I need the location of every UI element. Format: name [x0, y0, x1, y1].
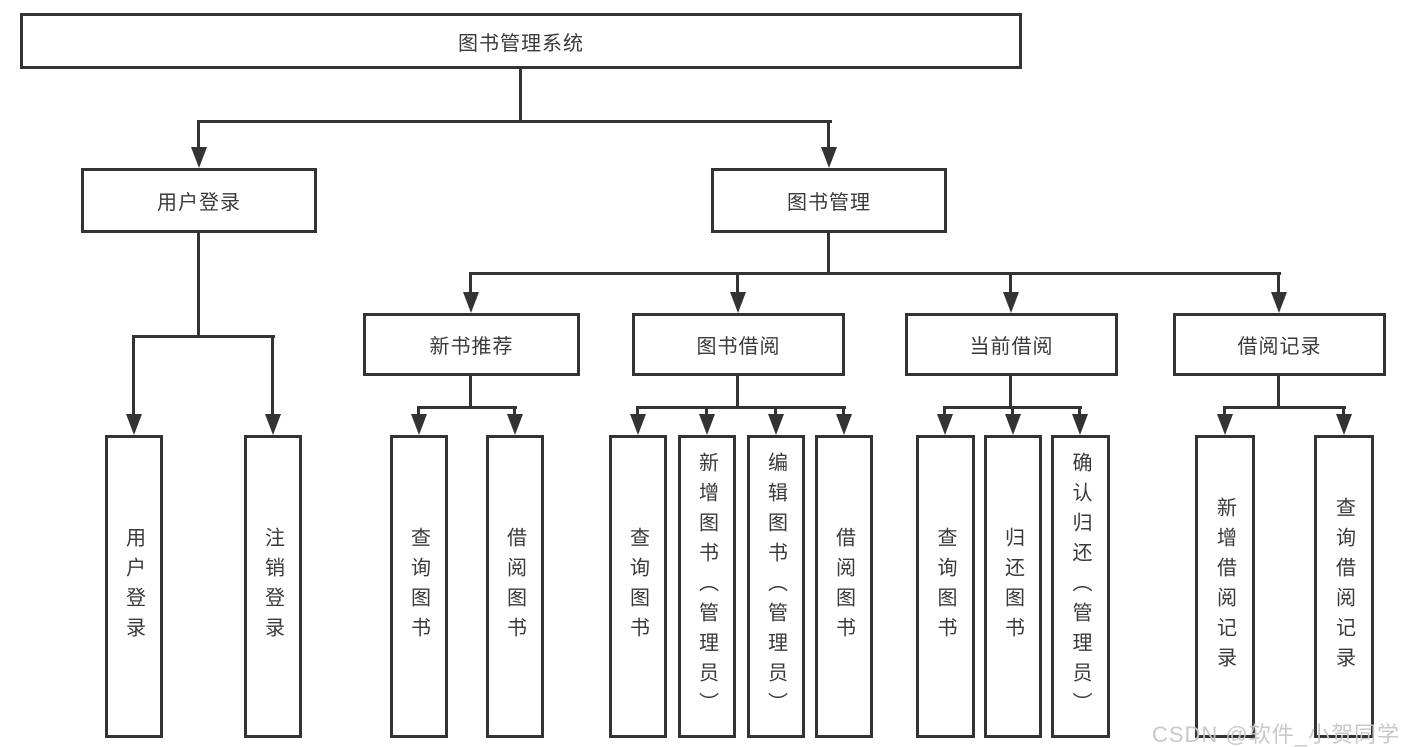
connector-stem: [943, 406, 946, 416]
connector-bar: [418, 406, 517, 409]
arrow-down-icon: [836, 414, 852, 435]
connector-stem: [774, 406, 777, 416]
node-label: 借阅图书: [503, 526, 526, 647]
node-label: 编辑图书（管理员）: [764, 451, 787, 722]
connector-bar: [132, 335, 275, 338]
arrow-down-icon: [630, 414, 646, 435]
node-label: 注销登录: [261, 526, 284, 647]
arrow-down-icon: [1005, 414, 1021, 435]
arrow-down-icon: [1217, 414, 1233, 435]
leaf-add-borrow-record: 新增借阅记录: [1195, 435, 1255, 738]
csdn-watermark: CSDN @软件_小贺同学: [1151, 722, 1400, 747]
node-label: 查询借阅记录: [1332, 496, 1355, 677]
connector-stem: [1011, 406, 1014, 416]
leaf-logout: 注销登录: [244, 435, 302, 738]
connector-stem: [519, 69, 522, 120]
connector-stem: [736, 272, 739, 295]
node-book-management: 图书管理: [711, 168, 947, 233]
arrow-down-icon: [191, 147, 207, 168]
connector-stem: [1342, 406, 1345, 416]
connector-stem: [1009, 272, 1012, 295]
connector-stem: [827, 233, 830, 272]
connector-bar: [1223, 406, 1346, 409]
leaf-query-books-1: 查询图书: [390, 435, 448, 738]
node-label: 新书推荐: [429, 336, 514, 358]
node-label: 图书借阅: [696, 336, 781, 358]
connector-stem: [417, 406, 420, 416]
node-label: 当前借阅: [969, 336, 1054, 358]
node-current-borrow: 当前借阅: [905, 313, 1118, 376]
arrow-down-icon: [1072, 414, 1088, 435]
connector-stem: [842, 406, 845, 416]
connector-bar: [470, 272, 1281, 275]
connector-stem: [1078, 406, 1081, 416]
connector-stem: [197, 233, 200, 335]
node-borrow-records: 借阅记录: [1173, 313, 1386, 376]
node-label: 图书管理: [787, 192, 871, 214]
node-label: 新增图书（管理员）: [695, 451, 718, 722]
connector-bar: [197, 120, 832, 123]
arrow-down-icon: [1003, 292, 1019, 313]
arrow-down-icon: [1271, 292, 1287, 313]
arrow-down-icon: [126, 414, 142, 435]
leaf-confirm-return-admin: 确认归还（管理员）: [1051, 435, 1110, 738]
node-label: 归还图书: [1001, 526, 1024, 647]
node-label: 查询图书: [934, 526, 956, 647]
arrow-down-icon: [730, 292, 746, 313]
node-book-borrow: 图书借阅: [632, 313, 845, 376]
connector-stem: [827, 120, 830, 150]
connector-stem: [705, 406, 708, 416]
arrow-down-icon: [265, 414, 281, 435]
leaf-query-borrow-record: 查询借阅记录: [1314, 435, 1374, 738]
connector-stem: [736, 376, 739, 406]
arrow-down-icon: [507, 414, 523, 435]
node-label: 借阅图书: [832, 526, 855, 647]
node-label: 图书管理系统: [458, 32, 584, 55]
node-label: 新增借阅记录: [1213, 496, 1236, 677]
arrow-down-icon: [937, 414, 953, 435]
connector-stem: [1223, 406, 1226, 416]
connector-stem: [469, 376, 472, 406]
leaf-return-books: 归还图书: [984, 435, 1042, 738]
node-library-system: 图书管理系统: [20, 13, 1022, 69]
leaf-user-login: 用户登录: [105, 435, 163, 738]
connector-stem: [469, 272, 472, 295]
arrow-down-icon: [411, 414, 427, 435]
node-label: 用户登录: [122, 526, 145, 647]
node-label: 用户登录: [157, 192, 241, 214]
connector-stem: [132, 335, 135, 416]
node-new-book-recommend: 新书推荐: [363, 313, 580, 376]
node-label: 查询图书: [407, 526, 430, 647]
connector-stem: [1277, 376, 1280, 406]
connector-bar: [636, 406, 846, 409]
leaf-add-book-admin: 新增图书（管理员）: [678, 435, 736, 738]
arrow-down-icon: [463, 292, 479, 313]
leaf-edit-book-admin: 编辑图书（管理员）: [747, 435, 805, 738]
connector-stem: [197, 120, 200, 150]
node-user-login: 用户登录: [81, 168, 317, 233]
arrow-down-icon: [1336, 414, 1352, 435]
connector-stem: [1009, 376, 1012, 406]
connector-stem: [513, 406, 516, 416]
connector-stem: [636, 406, 639, 416]
node-label: 查询图书: [626, 526, 649, 647]
leaf-query-books-3: 查询图书: [916, 435, 975, 738]
connector-stem: [1277, 272, 1280, 295]
leaf-query-books-2: 查询图书: [609, 435, 667, 738]
arrow-down-icon: [699, 414, 715, 435]
arrow-down-icon: [821, 147, 837, 168]
node-label: 借阅记录: [1237, 336, 1322, 358]
connector-stem: [271, 335, 274, 416]
leaf-borrow-books-2: 借阅图书: [815, 435, 873, 738]
leaf-borrow-books-1: 借阅图书: [486, 435, 544, 738]
arrow-down-icon: [768, 414, 784, 435]
node-label: 确认归还（管理员）: [1069, 451, 1091, 722]
